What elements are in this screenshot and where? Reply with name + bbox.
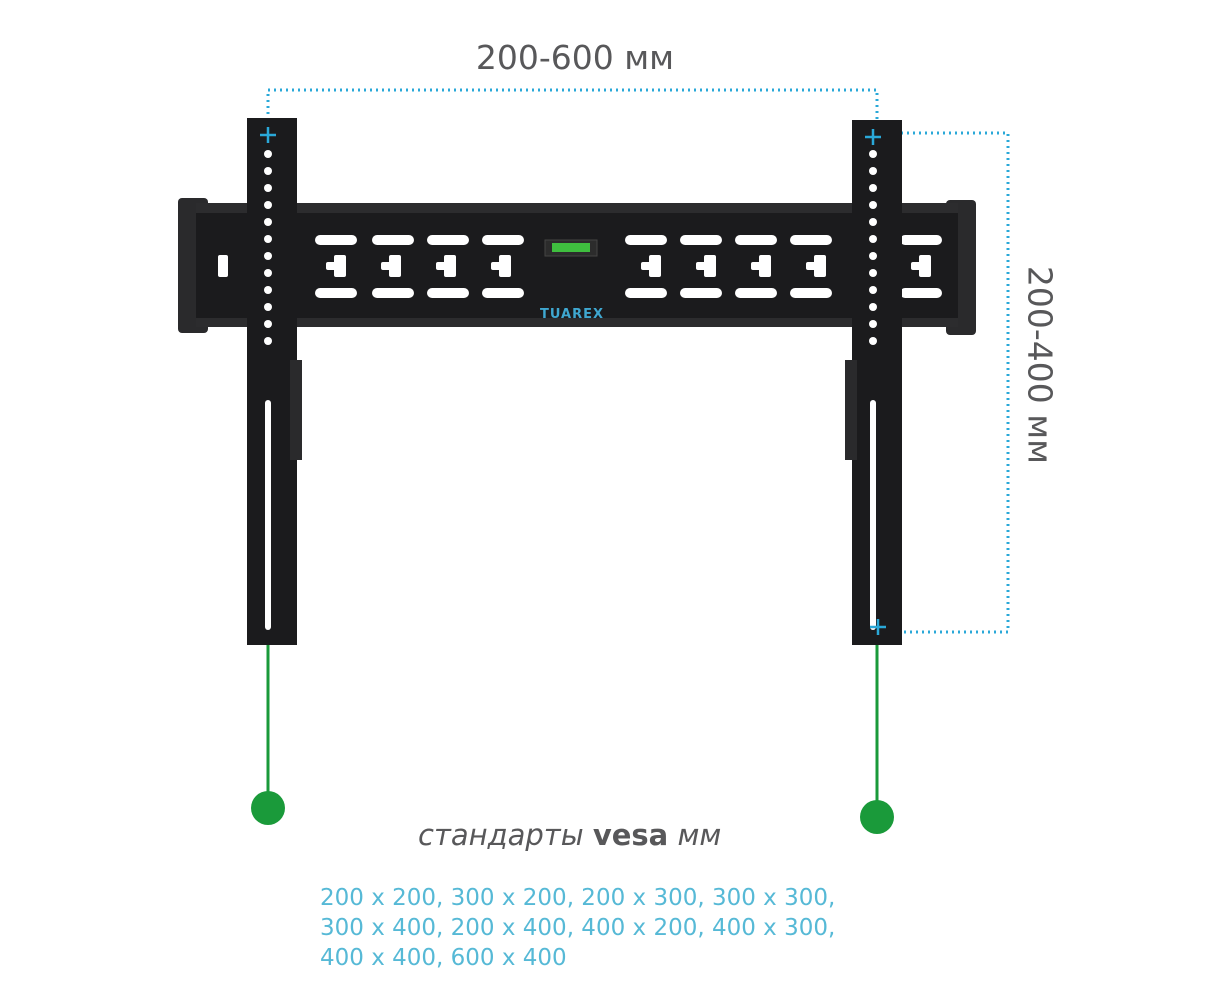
plate-slot — [427, 235, 469, 245]
arm-hole — [264, 150, 272, 158]
plate-slot — [372, 288, 414, 298]
arm-hole — [869, 286, 877, 294]
plate-t-slot — [381, 262, 391, 270]
plate-t-slot — [704, 255, 716, 277]
arm-hole — [264, 167, 272, 175]
arm-hole — [264, 235, 272, 243]
vesa-title-prefix: стандарты — [418, 818, 584, 852]
plate-slot — [680, 235, 722, 245]
wall-plate: TUAREX — [178, 198, 976, 335]
arm-hole — [264, 201, 272, 209]
arm-hole — [869, 184, 877, 192]
plate-slot — [625, 235, 667, 245]
plate-slot — [790, 235, 832, 245]
safety-strings — [251, 645, 894, 834]
plate-slot — [315, 288, 357, 298]
plate-t-slot — [919, 255, 931, 277]
plate-t-slot — [218, 255, 228, 277]
plate-t-slot — [806, 262, 816, 270]
string-ball-left — [251, 791, 285, 825]
horizontal-dimension-line — [266, 88, 879, 132]
arm-hole — [869, 303, 877, 311]
brand-logo: TUAREX — [540, 307, 604, 322]
plate-slot — [482, 235, 524, 245]
vesa-sizes-list: 200 x 200, 300 x 200, 200 x 300, 300 x 3… — [320, 885, 836, 971]
arm-slot — [870, 400, 876, 630]
plate-slot — [900, 235, 942, 245]
arm-hole — [869, 167, 877, 175]
vesa-title-suffix: мм — [677, 818, 722, 852]
vesa-title: стандарты vesa мм — [418, 818, 721, 852]
plate-t-slot — [696, 262, 706, 270]
plate-slot — [315, 235, 357, 245]
horizontal-dimension-label: 200-600 мм — [475, 38, 675, 77]
arm-hole — [869, 320, 877, 328]
arm-hole — [869, 218, 877, 226]
plate-t-slot — [641, 262, 651, 270]
plate-t-slot — [334, 255, 346, 277]
plate-slot — [790, 288, 832, 298]
string-ball-right — [860, 800, 894, 834]
arm-hole — [264, 269, 272, 277]
vertical-dimension-label: 200-400 мм — [1020, 265, 1060, 465]
arm-hole — [869, 337, 877, 345]
plate-t-slot — [759, 255, 771, 277]
plate-t-slot — [444, 255, 456, 277]
arm-hole — [264, 337, 272, 345]
plate-t-slot — [389, 255, 401, 277]
plate-slot — [900, 288, 942, 298]
plate-slot — [735, 235, 777, 245]
arm-hole — [869, 269, 877, 277]
arm-hole — [264, 286, 272, 294]
right-arm — [845, 120, 902, 645]
plate-t-slot — [649, 255, 661, 277]
plate-t-slot — [436, 262, 446, 270]
left-arm — [247, 118, 302, 645]
plate-t-slot — [814, 255, 826, 277]
plate-slot — [625, 288, 667, 298]
plate-slot — [372, 235, 414, 245]
arm-hole — [264, 252, 272, 260]
arm-hole — [869, 201, 877, 209]
mount-point-markers — [260, 127, 886, 635]
vesa-title-bold: vesa — [592, 818, 669, 852]
arm-hole — [869, 252, 877, 260]
plate-slot — [735, 288, 777, 298]
arm-hole — [264, 184, 272, 192]
plate-t-slot — [326, 262, 336, 270]
arm-hole — [264, 320, 272, 328]
arm-slot — [265, 400, 271, 630]
arm-hole — [264, 218, 272, 226]
plate-t-slot — [751, 262, 761, 270]
dimension-lines — [266, 88, 1010, 634]
plate-t-slot — [911, 262, 921, 270]
arm-hole — [869, 235, 877, 243]
arm-hole — [869, 150, 877, 158]
plate-t-slot — [491, 262, 501, 270]
arm-hole — [264, 303, 272, 311]
plate-slot — [680, 288, 722, 298]
plate-slot — [482, 288, 524, 298]
plate-t-slot — [499, 255, 511, 277]
plate-slot — [427, 288, 469, 298]
